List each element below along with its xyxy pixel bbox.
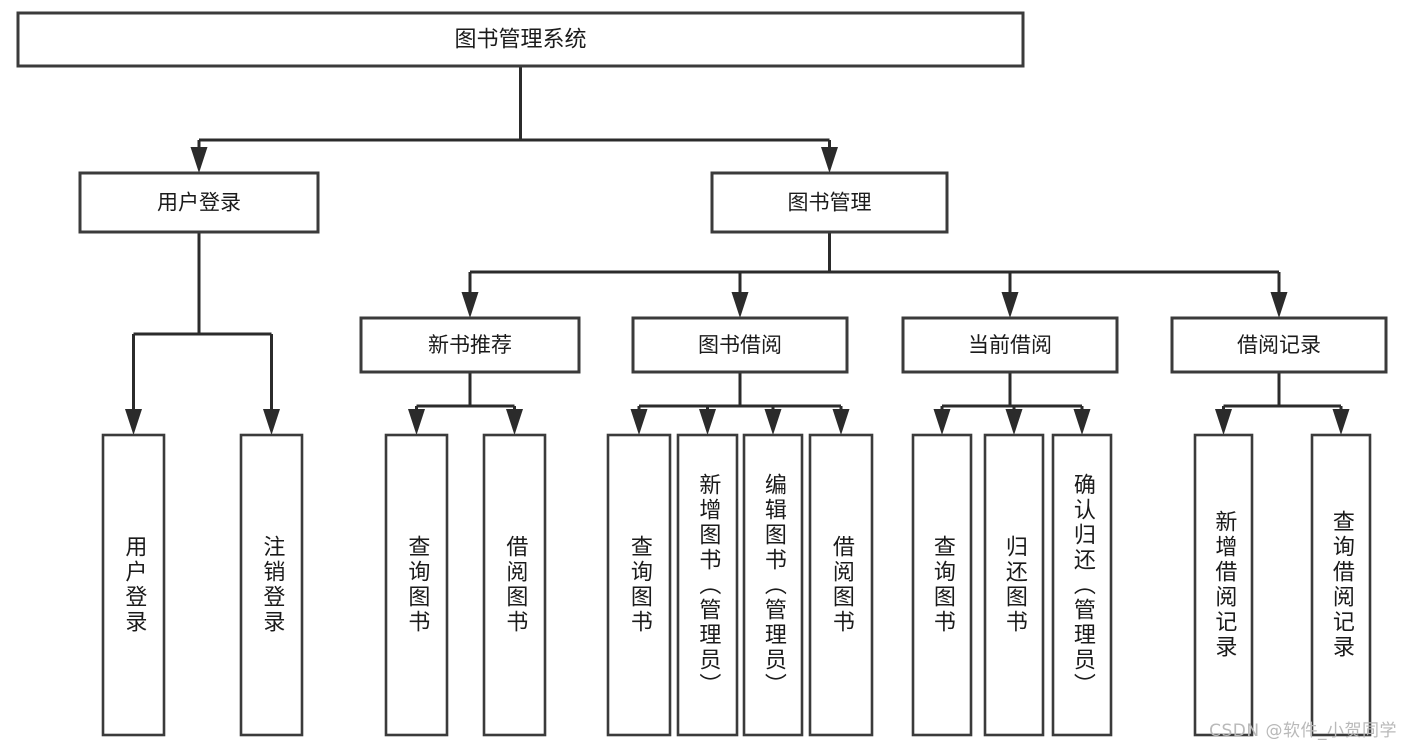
node-box-return-book[interactable] xyxy=(983,433,1045,737)
node-box-root[interactable] xyxy=(16,11,1025,68)
node-box-user-logout-leaf[interactable] xyxy=(239,433,304,737)
arrow-head xyxy=(125,409,142,435)
node-box-edit-book-admin[interactable] xyxy=(742,433,804,737)
arrow-head xyxy=(506,409,523,435)
arrow-head xyxy=(764,409,782,435)
node-box-new-book-recommend[interactable] xyxy=(359,316,581,374)
node-label-book-borrow: 图书借阅 xyxy=(698,333,782,357)
node-box-book-borrow[interactable] xyxy=(631,316,849,374)
arrow-head xyxy=(699,409,716,435)
arrow-head xyxy=(821,147,838,173)
node-box-add-book-admin[interactable] xyxy=(676,433,739,737)
node-box-borrow-record[interactable] xyxy=(1170,316,1388,374)
arrow-head xyxy=(933,409,951,435)
arrow-head xyxy=(263,409,280,435)
arrow-head xyxy=(1270,292,1288,318)
node-label-borrow-record: 借阅记录 xyxy=(1237,333,1321,357)
node-box-borrow-book-1[interactable] xyxy=(482,433,547,737)
node-box-add-borrow-record[interactable] xyxy=(1193,433,1254,737)
node-box-borrow-book-2[interactable] xyxy=(808,433,874,737)
arrow-head xyxy=(1001,292,1019,318)
watermark: CSDN @软件_小贺同学 xyxy=(1209,721,1397,741)
node-box-query-book-3[interactable] xyxy=(911,433,973,737)
node-label-root: 图书管理系统 xyxy=(454,28,586,53)
arrow-head xyxy=(630,409,648,435)
node-label-new-book-recommend: 新书推荐 xyxy=(428,333,512,357)
box-layer xyxy=(16,11,1388,737)
node-box-user-login[interactable] xyxy=(78,171,320,234)
arrow-head xyxy=(1073,409,1091,435)
node-box-current-borrow[interactable] xyxy=(901,316,1119,374)
connector-layer xyxy=(125,66,1350,435)
arrow-head xyxy=(1215,409,1232,435)
node-box-confirm-return-admin[interactable] xyxy=(1051,433,1113,737)
arrow-head xyxy=(1005,409,1023,435)
node-box-book-manage[interactable] xyxy=(710,171,949,234)
node-box-query-borrow-record[interactable] xyxy=(1310,433,1372,737)
node-box-user-login-leaf[interactable] xyxy=(101,433,166,737)
arrow-head xyxy=(731,292,749,318)
arrow-head xyxy=(1332,409,1350,435)
node-box-query-book-1[interactable] xyxy=(384,433,449,737)
arrow-head xyxy=(408,409,425,435)
arrow-head xyxy=(832,409,850,435)
arrow-head xyxy=(190,147,208,173)
node-label-book-manage: 图书管理 xyxy=(788,191,872,215)
node-box-query-book-2[interactable] xyxy=(606,433,672,737)
node-label-user-login: 用户登录 xyxy=(157,191,241,215)
arrow-head xyxy=(461,292,479,318)
node-label-current-borrow: 当前借阅 xyxy=(968,333,1052,357)
